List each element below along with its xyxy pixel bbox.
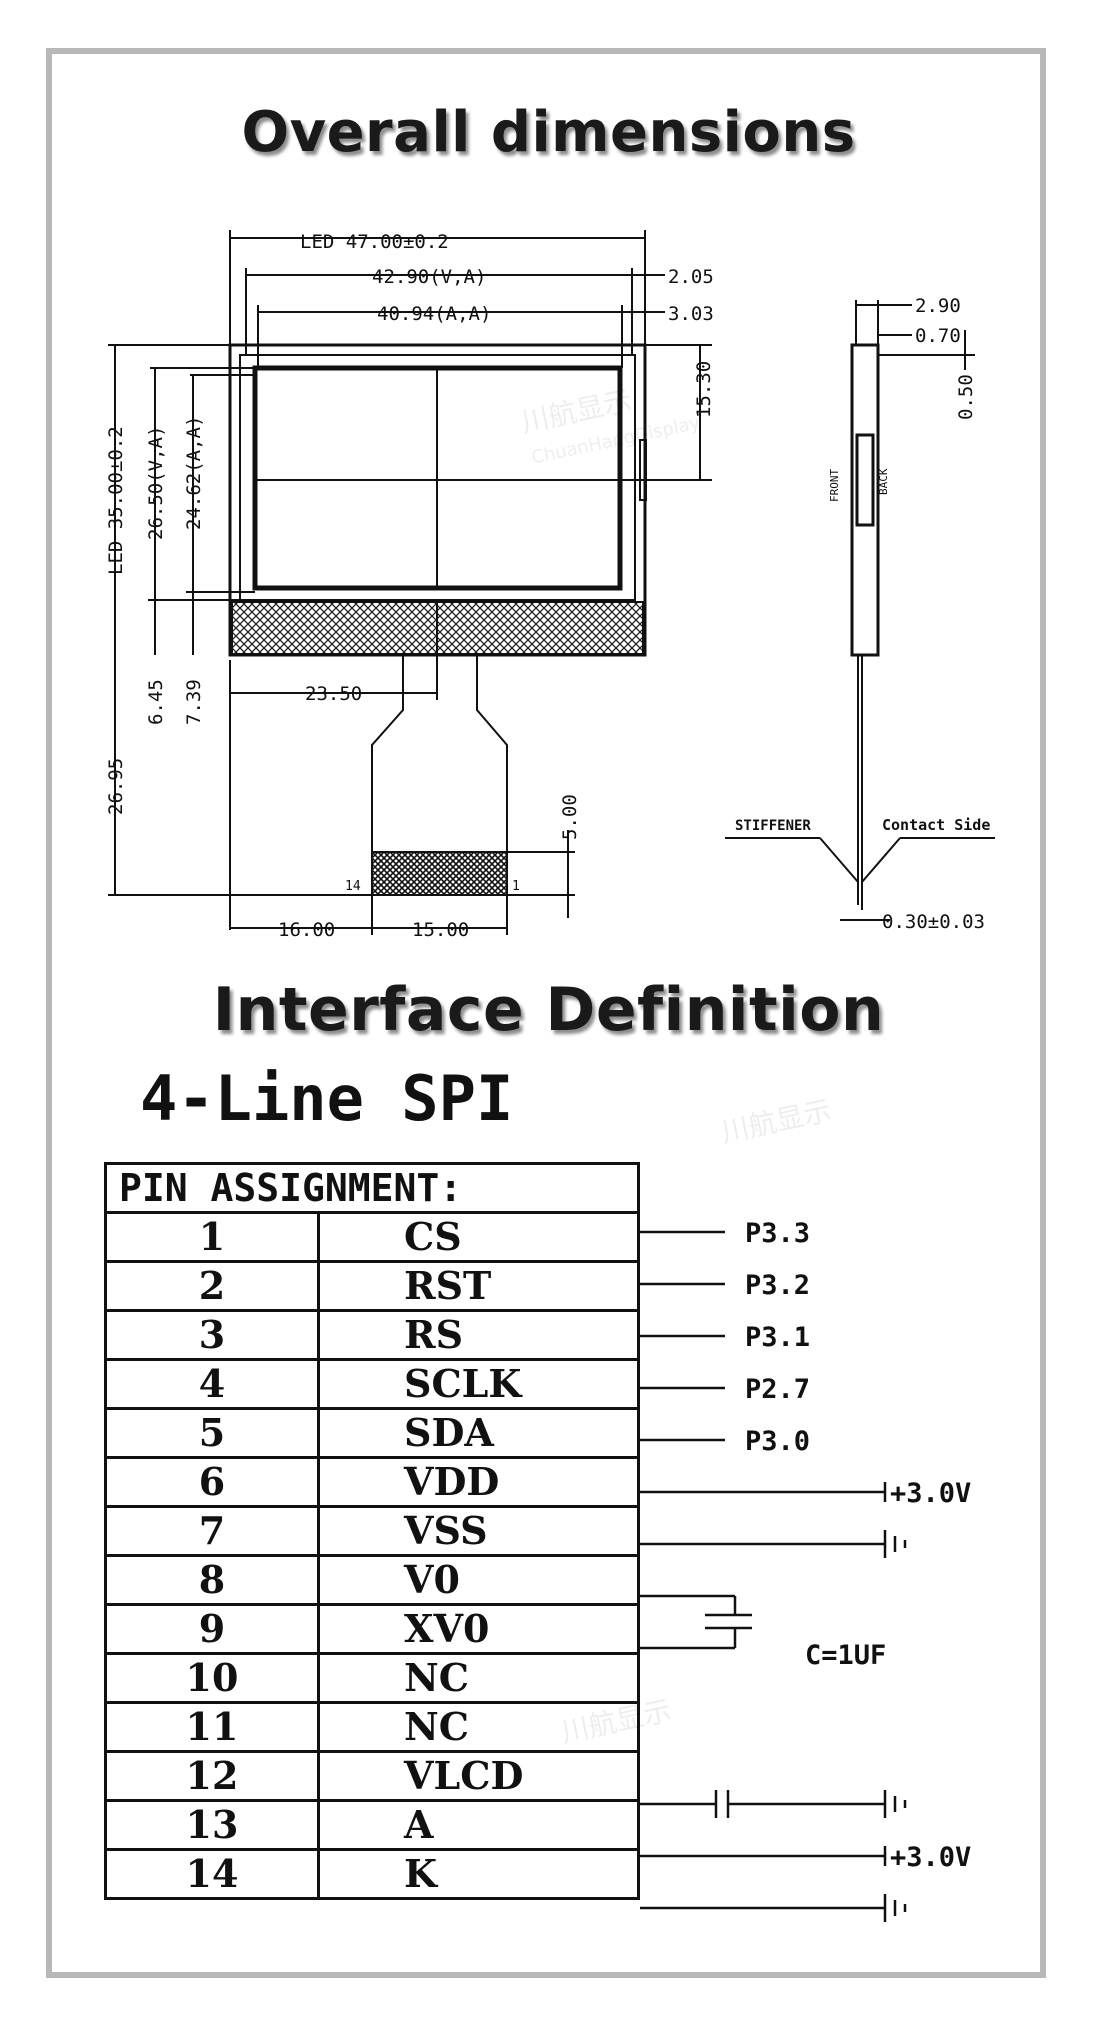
dim-thickness: 0.30±0.03 [882,911,985,933]
pin-number: 4 [104,1358,320,1410]
label-back: BACK [877,468,890,495]
pin-number: 13 [104,1799,320,1851]
pin-number: 11 [104,1701,320,1753]
pin-number: 7 [104,1505,320,1557]
pin-number: 6 [104,1456,320,1508]
pin-signal: VLCD [317,1750,640,1802]
dim-aa-width: 40.94(A,A) [377,303,491,325]
pin-signal: CS [317,1211,640,1263]
pin-number: 9 [104,1603,320,1655]
pin-number: 14 [104,1848,320,1900]
pin-signal: XV0 [317,1603,640,1655]
dim-va-width: 42.90(V,A) [372,266,486,288]
page-title-dimensions: Overall dimensions [241,100,856,165]
pin-signal: NC [317,1701,640,1753]
fpc-contacts [371,851,508,896]
dim-1500: 15.00 [412,919,469,941]
pin-signal: RST [317,1260,640,1312]
table-header-row: PIN ASSIGNMENT: [104,1162,640,1214]
pin-number: 3 [104,1309,320,1361]
pin-signal: SDA [317,1407,640,1459]
fpc-pin-1: 1 [512,879,520,894]
outer-frame [46,48,1046,1978]
dim-205: 2.05 [668,266,714,288]
dim-2695: 26.95 [105,758,127,815]
dim-739: 7.39 [183,679,205,725]
dim-va-height: 26.50(V,A) [145,426,167,540]
pin-number: 12 [104,1750,320,1802]
table-header: PIN ASSIGNMENT: [104,1162,640,1214]
pin-number: 1 [104,1211,320,1263]
pin-signal: VSS [317,1505,640,1557]
pin-signal: NC [317,1652,640,1704]
label-stiffener: STIFFENER [735,818,811,834]
subtitle-spi: 4-Line SPI [140,1062,514,1135]
dim-side-050: 0.50 [955,374,977,420]
pin-signal: VDD [317,1456,640,1508]
dim-led-width: LED 47.00±0.2 [300,231,449,253]
pin-signal: K [317,1848,640,1900]
side-view-body [850,343,880,657]
dim-led-height: LED 35.00±0.2 [105,426,127,575]
pin-signal: SCLK [317,1358,640,1410]
dim-side-290: 2.90 [915,295,961,317]
label-contact-side: Contact Side [882,816,990,834]
dim-500: 5.00 [559,794,581,840]
pin-number: 8 [104,1554,320,1606]
pin-signal: RS [317,1309,640,1361]
dim-303: 3.03 [668,303,714,325]
dim-1530: 15.30 [693,361,715,418]
dim-side-070: 0.70 [915,325,961,347]
pin-number: 10 [104,1652,320,1704]
fpc-pin-14: 14 [345,879,361,894]
dim-aa-height: 24.62(A,A) [183,416,205,530]
dim-1600: 16.00 [278,919,335,941]
section-title-interface: Interface Definition [212,975,885,1045]
pin-signal: A [317,1799,640,1851]
pin-signal: V0 [317,1554,640,1606]
pin-number: 2 [104,1260,320,1312]
label-front: FRONT [828,469,841,502]
dim-2350: 23.50 [305,683,362,705]
dim-645: 6.45 [145,679,167,725]
dimension-drawing: LED 47.00±0.2 42.90(V,A) 40.94(A,A) 2.05… [105,230,995,941]
pin-number: 5 [104,1407,320,1459]
